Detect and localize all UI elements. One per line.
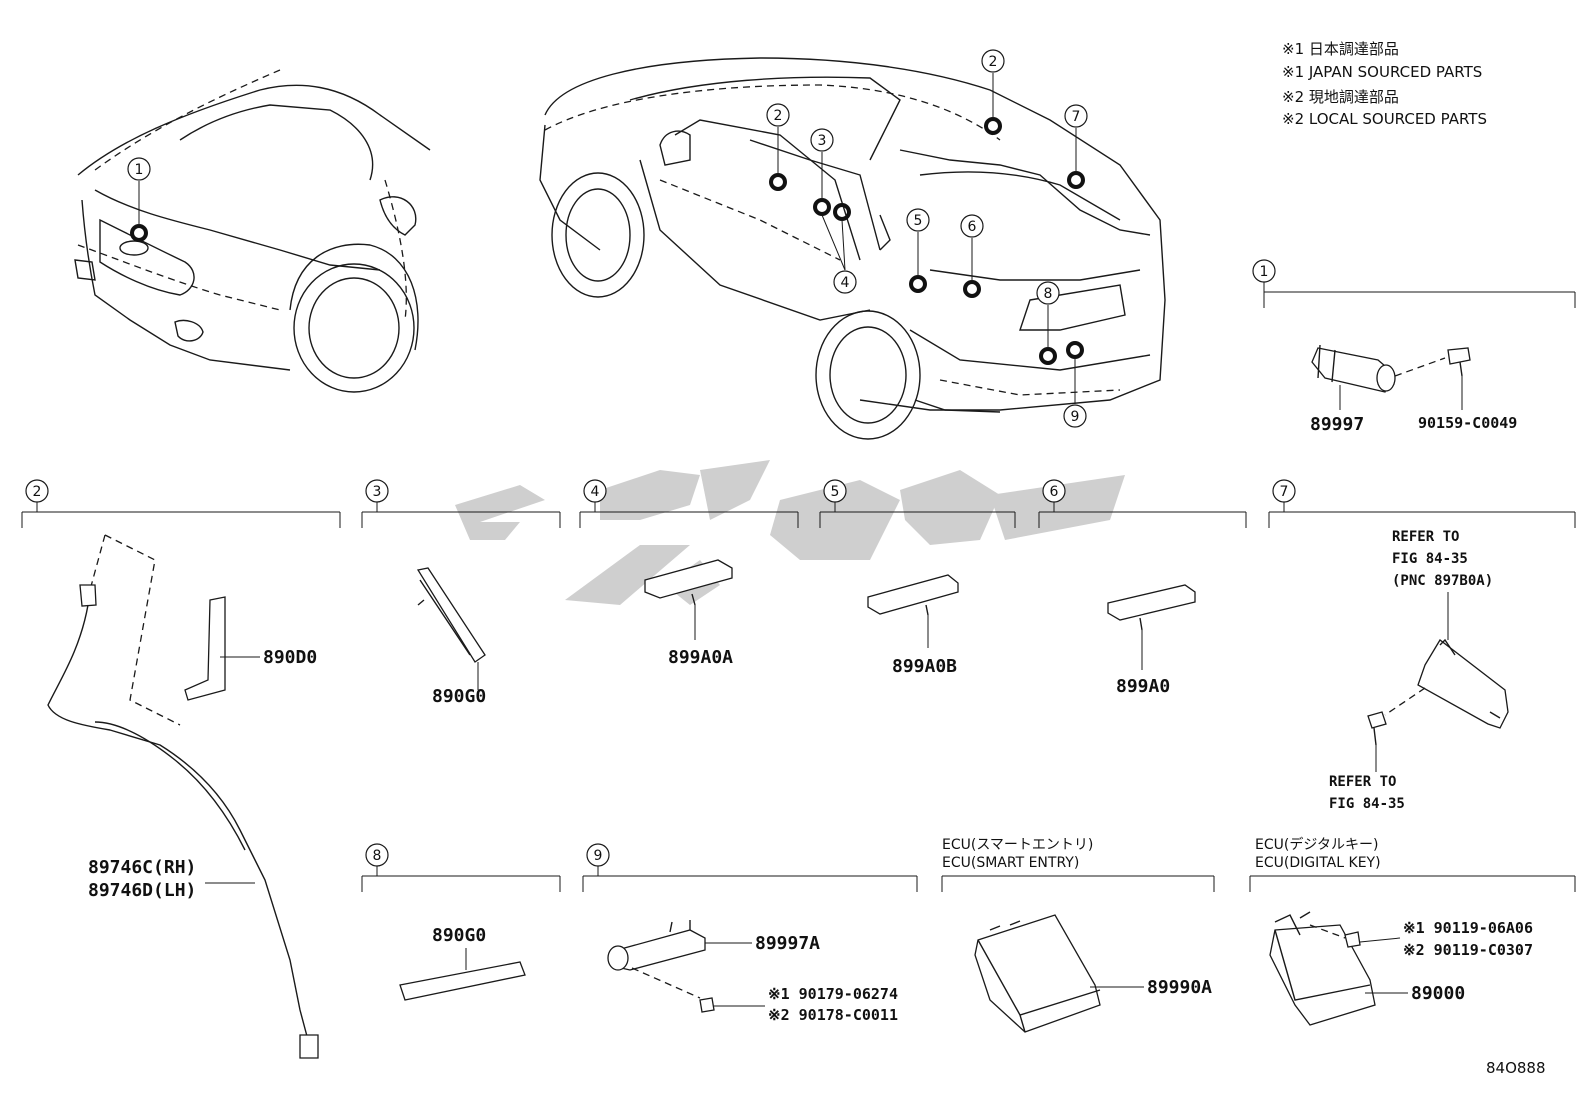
part-89990A: 89990A xyxy=(1147,977,1212,998)
figure-id: 84O888 xyxy=(1486,1059,1546,1077)
callout-7-rear: 7 xyxy=(1072,109,1081,125)
section-8-callout: 8 xyxy=(373,848,382,864)
section-ecu-smart-entry: ECU(スマートエントリ) ECU(SMART ENTRY) 89990A xyxy=(941,837,1215,1033)
part-90159-C0049: 90159-C0049 xyxy=(1418,414,1517,432)
part-89746C-RH: 89746C(RH) xyxy=(88,857,196,878)
legend-line-2: ※1 JAPAN SOURCED PARTS xyxy=(1282,63,1482,81)
section-2-callout: 2 xyxy=(33,484,42,500)
watermark-logo xyxy=(455,460,1125,605)
part-89746D-LH: 89746D(LH) xyxy=(88,880,196,901)
part-90179-06274: ※1 90179-06274 xyxy=(768,985,898,1003)
legend-line-1: ※1 日本調達部品 xyxy=(1282,40,1399,58)
callout-4-rear: 4 xyxy=(841,275,850,291)
section-5: 5 899A0B xyxy=(819,479,1016,677)
part-90119-C0307: ※2 90119-C0307 xyxy=(1403,941,1533,959)
part-89997: 89997 xyxy=(1310,414,1364,435)
refer-top-3: (PNC 897B0A) xyxy=(1392,573,1493,589)
callout-5-rear: 5 xyxy=(914,213,923,229)
part-90119-06A06: ※1 90119-06A06 xyxy=(1403,919,1533,937)
refer-bottom-2: FIG 84-35 xyxy=(1329,796,1405,812)
part-899A0B: 899A0B xyxy=(892,656,957,677)
refer-top-1: REFER TO xyxy=(1392,529,1459,545)
legend: ※1 日本調達部品 ※1 JAPAN SOURCED PARTS ※2 現地調達… xyxy=(1282,40,1487,128)
section-6-callout: 6 xyxy=(1050,484,1059,500)
section-4: 4 899A0A xyxy=(579,479,799,668)
ecu-smart-entry-en: ECU(SMART ENTRY) xyxy=(942,855,1079,871)
part-890D0: 890D0 xyxy=(263,647,317,668)
part-899A0: 899A0 xyxy=(1116,676,1170,697)
section-9-callout: 9 xyxy=(594,848,603,864)
callout-3-rear: 3 xyxy=(818,133,827,149)
legend-line-4: ※2 LOCAL SOURCED PARTS xyxy=(1282,110,1487,128)
part-890G0-sec3: 890G0 xyxy=(432,686,486,707)
section-1: 1 89997 90159-C0049 xyxy=(1252,259,1576,435)
section-7-callout: 7 xyxy=(1280,484,1289,500)
refer-bottom-1: REFER TO xyxy=(1329,774,1396,790)
callout-2-roof: 2 xyxy=(989,54,998,70)
ecu-smart-entry-jp: ECU(スマートエントリ) xyxy=(942,837,1093,853)
callout-1-front: 1 xyxy=(135,162,144,178)
callout-9-rear: 9 xyxy=(1071,409,1080,425)
callout-6-rear: 6 xyxy=(968,219,977,235)
callout-8-rear: 8 xyxy=(1044,286,1053,302)
section-ecu-digital-key: ECU(デジタルキー) ECU(DIGITAL KEY) ※1 90119-06… xyxy=(1249,836,1576,1026)
part-89997A: 89997A xyxy=(755,933,820,954)
part-899A0A: 899A0A xyxy=(668,647,733,668)
section-6: 6 899A0 xyxy=(1038,479,1247,697)
section-8: 8 890G0 xyxy=(361,843,561,1001)
ecu-digital-key-en: ECU(DIGITAL KEY) xyxy=(1255,855,1381,871)
section-5-callout: 5 xyxy=(831,484,840,500)
section-9: 9 89997A ※1 90179-06274 ※2 90178-C0011 xyxy=(582,843,918,1024)
callout-2-rear: 2 xyxy=(774,108,783,124)
section-3-callout: 3 xyxy=(373,484,382,500)
part-90178-C0011: ※2 90178-C0011 xyxy=(768,1006,898,1024)
section-1-callout: 1 xyxy=(1260,264,1269,280)
ecu-digital-key-jp: ECU(デジタルキー) xyxy=(1255,836,1379,853)
section-7: 7 REFER TO FIG 84-35 (PNC 897B0A) REFER … xyxy=(1268,479,1576,812)
section-2: 2 890D0 89746C(RH) 89746D(LH) xyxy=(21,479,341,1059)
section-4-callout: 4 xyxy=(591,484,600,500)
rear-vehicle-illustration: 2 3 4 5 6 2 7 8 9 xyxy=(539,49,1166,440)
front-vehicle-illustration: 1 xyxy=(74,69,431,393)
legend-line-3: ※2 現地調達部品 xyxy=(1282,88,1399,106)
part-890G0-sec8: 890G0 xyxy=(432,925,486,946)
refer-top-2: FIG 84-35 xyxy=(1392,551,1468,567)
section-3: 3 890G0 xyxy=(361,479,561,707)
part-89000: 89000 xyxy=(1411,983,1465,1004)
